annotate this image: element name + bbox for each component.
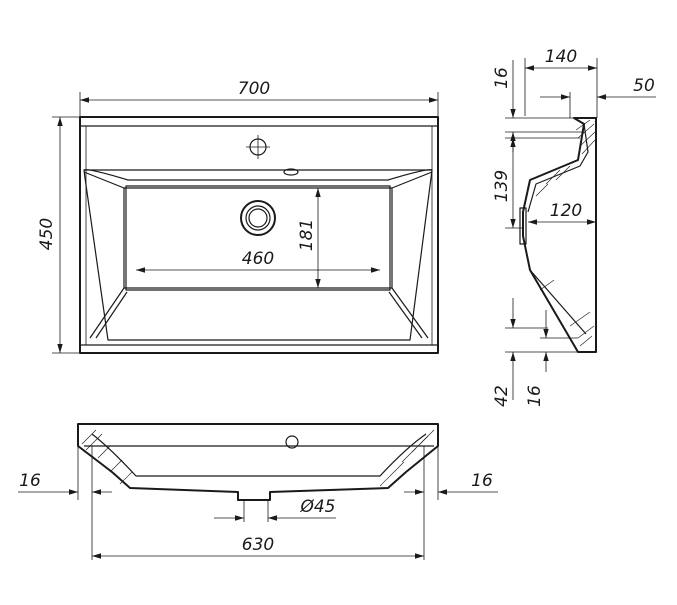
front-view: 16 16 Ø45 630 [18, 423, 498, 560]
side-drain-stub [519, 207, 527, 245]
bowl-floor [123, 187, 393, 289]
dim-120: 120 [550, 201, 582, 221]
bowl-floor-inner [125, 185, 391, 291]
side-view: 140 50 16 139 120 42 16 [492, 47, 656, 407]
dim-16-right: 16 [471, 471, 493, 491]
overflow-slot [283, 168, 299, 176]
front-profile [77, 423, 439, 501]
basin-outline [79, 116, 439, 354]
dim-diameter-45: Ø45 [299, 497, 335, 517]
dim-460: 460 [242, 249, 274, 269]
drain [240, 200, 276, 236]
front-overflow-hole [285, 435, 299, 449]
dim-181: 181 [297, 219, 317, 251]
bowl-edge-tr [391, 171, 433, 189]
dim-139: 139 [492, 170, 512, 202]
dim-140: 140 [545, 47, 577, 67]
dim-16-left: 16 [19, 471, 41, 491]
bowl-edge-bl2 [95, 291, 128, 339]
bowl-top-curve [83, 169, 433, 181]
dim-16-rim: 16 [492, 67, 512, 89]
dim-700: 700 [238, 79, 270, 99]
dim-50: 50 [633, 76, 655, 96]
bowl-edge-tl [83, 171, 125, 189]
side-profile-inner [527, 123, 589, 213]
front-profile-inner [91, 433, 427, 477]
bowl-edge-br2 [388, 291, 423, 339]
side-hatch [535, 119, 596, 347]
bowl-edge-bl [89, 287, 125, 339]
bowl-edge-br [391, 287, 429, 339]
dim-16-base: 16 [525, 385, 545, 407]
front-hatch [81, 429, 435, 487]
dim-630: 630 [242, 535, 274, 555]
side-bottom-line [529, 269, 587, 335]
dim-42: 42 [492, 385, 512, 407]
side-profile [522, 117, 597, 353]
tap-hole [246, 135, 270, 159]
top-view: 700 450 460 181 [37, 79, 439, 354]
dim-450: 450 [37, 218, 57, 250]
